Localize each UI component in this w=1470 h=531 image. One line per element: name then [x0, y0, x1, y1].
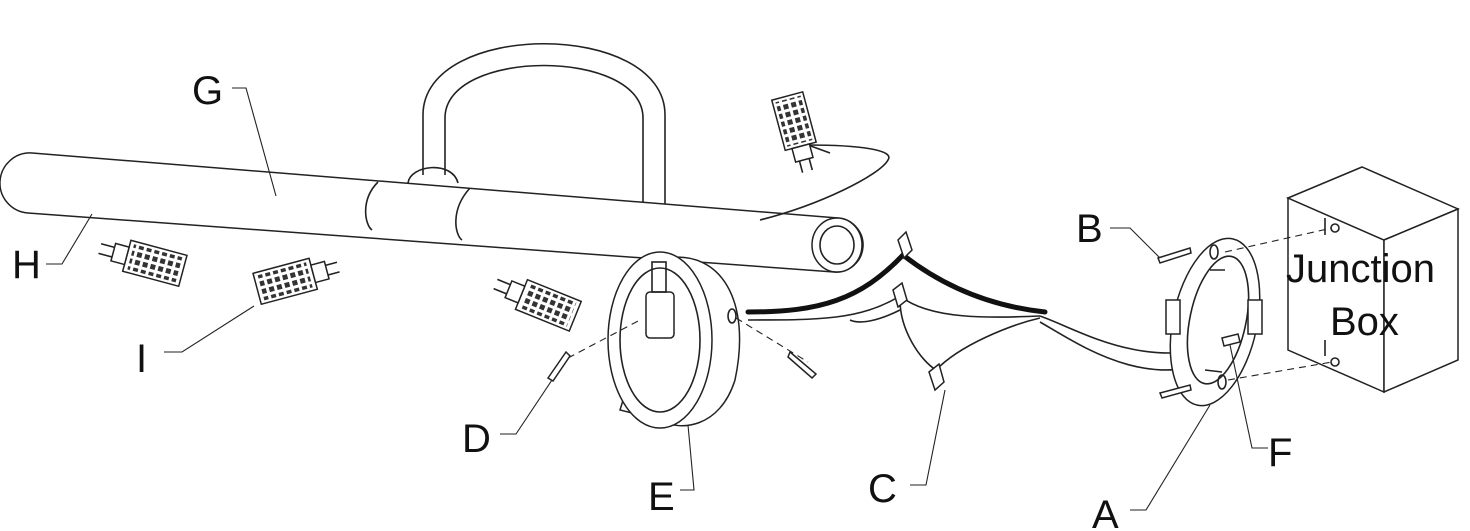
led-bulbs	[98, 90, 818, 333]
label-h: H	[12, 243, 41, 287]
wall-plate	[607, 251, 741, 429]
label-e: E	[648, 475, 675, 519]
junction-box-label-line1: Junction	[1286, 247, 1435, 291]
curved-arm	[407, 43, 666, 290]
label-a: A	[1092, 493, 1119, 531]
label-f: F	[1268, 431, 1292, 475]
label-c: C	[868, 467, 897, 511]
screws	[546, 247, 1241, 399]
label-g: G	[192, 69, 223, 113]
wires	[745, 251, 1229, 372]
cone-shade	[759, 144, 890, 221]
leader-lines	[46, 87, 1268, 511]
label-i: I	[136, 337, 147, 381]
label-d: D	[462, 417, 491, 461]
junction-box-label-line2: Box	[1330, 300, 1399, 344]
junction-box-drawing	[1286, 166, 1460, 394]
label-b: B	[1076, 207, 1103, 251]
lamp-tube	[0, 152, 864, 273]
mounting-bracket	[1165, 237, 1263, 407]
wire-connectors	[892, 230, 945, 392]
